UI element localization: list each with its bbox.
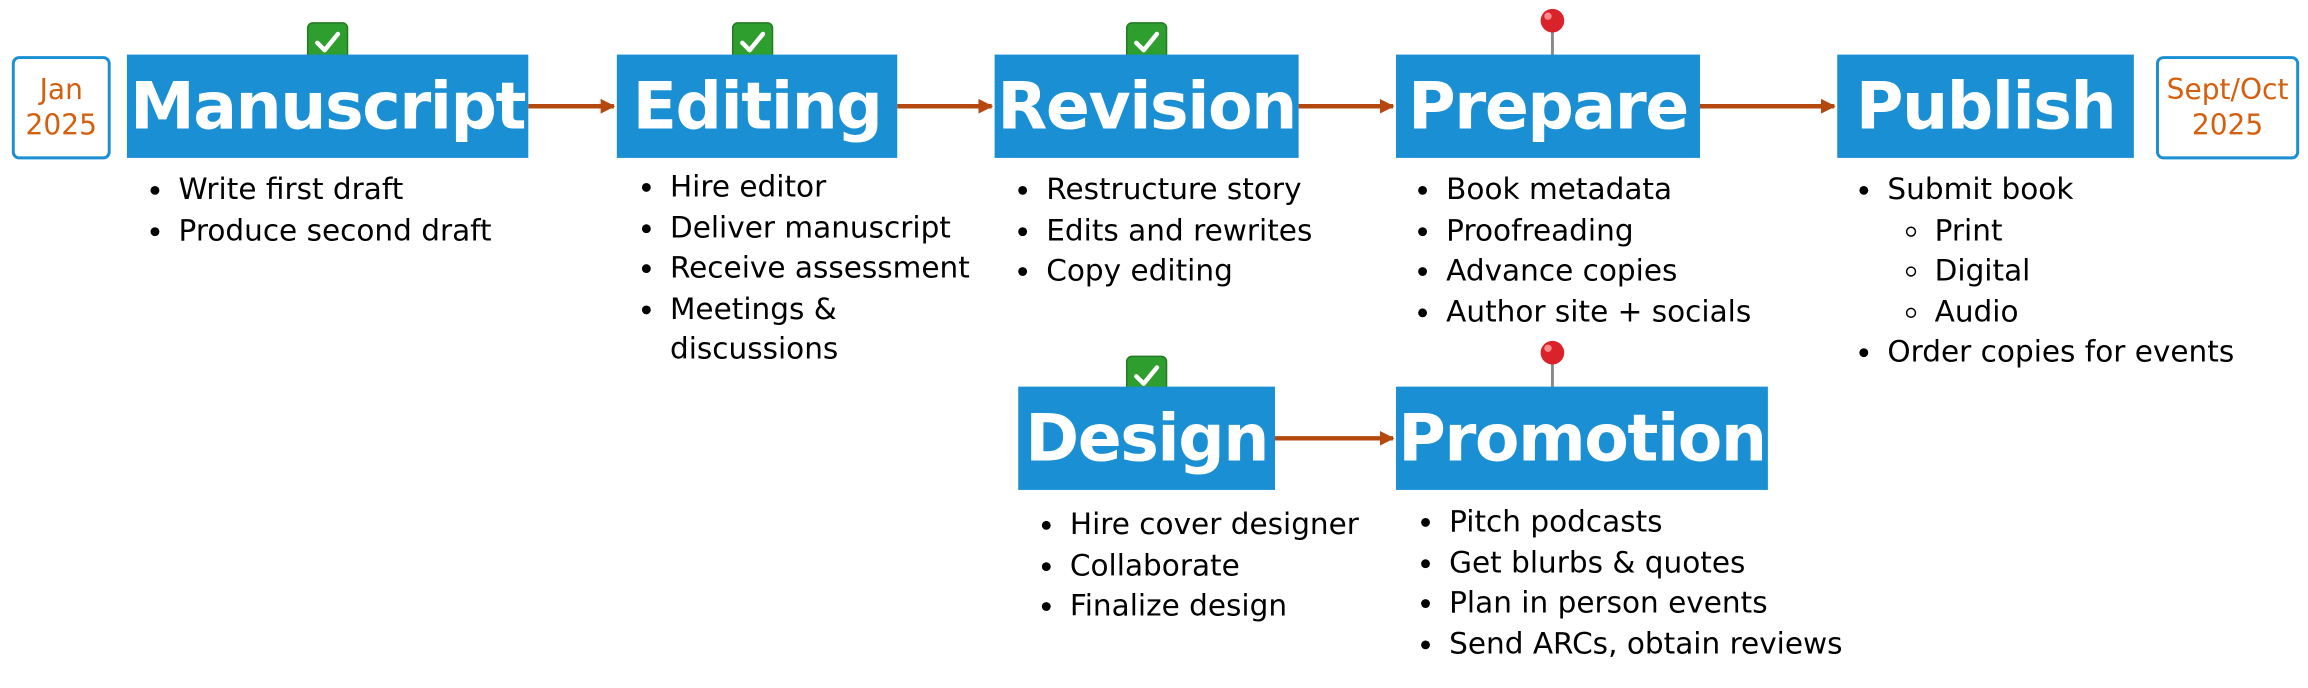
start-date-month: Jan [39, 73, 83, 107]
end-date-year: 2025 [2191, 109, 2264, 142]
prepare-task-list: Book metadata Proofreading Advance copie… [1421, 170, 1751, 332]
stage-manuscript: Manuscript [126, 54, 529, 158]
list-item-text: Submit book [1887, 171, 2074, 207]
manuscript-task-list: Write first draft Produce second draft [153, 170, 492, 251]
editing-task-list: Hire editor Deliver manuscript Receive a… [645, 167, 970, 370]
stage-editing: Editing [616, 54, 898, 158]
stage-revision: Revision [994, 54, 1299, 158]
list-item: Get blurbs & quotes [1449, 542, 1842, 583]
stage-publish: Publish [1837, 54, 2134, 158]
publish-format-list: Print Digital Audio [1887, 210, 2234, 332]
stage-manuscript-title: Manuscript [130, 68, 527, 144]
list-item: Proofreading [1446, 210, 1751, 251]
publish-task-list: Submit book Print Digital Audio Order co… [1862, 170, 2234, 373]
revision-task-list: Restructure story Edits and rewrites Cop… [1021, 170, 1312, 292]
list-item: Hire editor [670, 167, 970, 208]
stage-prepare: Prepare [1396, 54, 1701, 158]
list-item: Edits and rewrites [1046, 210, 1312, 251]
start-date-box: Jan 2025 [11, 56, 111, 160]
list-item: Deliver manuscript [670, 207, 970, 248]
design-task-list: Hire cover designer Collaborate Finalize… [1045, 505, 1359, 627]
promotion-pin-icon [1540, 340, 1565, 390]
stage-publish-title: Publish [1855, 68, 2117, 144]
list-item: Write first draft [179, 170, 492, 211]
list-item: Copy editing [1046, 251, 1312, 292]
list-item: Collaborate [1070, 545, 1359, 586]
list-item: Author site + socials [1446, 291, 1751, 332]
list-item: Book metadata [1446, 170, 1751, 211]
list-item: Audio [1935, 291, 2235, 332]
prepare-pin-icon [1540, 8, 1565, 58]
end-date-box: Sept/Oct 2025 [2155, 56, 2300, 160]
start-date-year: 2025 [25, 109, 97, 142]
stage-editing-title: Editing [632, 68, 883, 144]
list-item: Pitch podcasts [1449, 502, 1842, 543]
promotion-task-list: Pitch podcasts Get blurbs & quotes Plan … [1424, 502, 1842, 664]
list-item: Advance copies [1446, 251, 1751, 292]
list-item: Restructure story [1046, 170, 1312, 211]
list-item: Plan in person events [1449, 583, 1842, 624]
list-item: Receive assessment [670, 248, 970, 289]
list-item: Hire cover designer [1070, 505, 1359, 546]
end-date-month: Sept/Oct [2166, 73, 2289, 107]
stage-design-title: Design [1025, 400, 1269, 476]
stage-prepare-title: Prepare [1408, 68, 1689, 144]
list-item: Print [1935, 210, 2235, 251]
list-item-line: Meetings & [669, 289, 837, 326]
stage-revision-title: Revision [997, 68, 1297, 144]
list-item: Digital [1935, 251, 2235, 292]
stage-promotion-title: Promotion [1398, 400, 1767, 476]
list-item: Finalize design [1070, 586, 1359, 627]
list-item: Order copies for events [1887, 332, 2234, 373]
list-item: Meetings & discussions [670, 288, 970, 369]
list-item: Send ARCs, obtain reviews [1449, 623, 1842, 664]
list-item: Submit book Print Digital Audio [1887, 170, 2234, 332]
list-item-line: discussions [669, 330, 839, 366]
stage-promotion: Promotion [1396, 386, 1768, 490]
stage-design: Design [1018, 386, 1276, 490]
list-item: Produce second draft [179, 210, 492, 251]
